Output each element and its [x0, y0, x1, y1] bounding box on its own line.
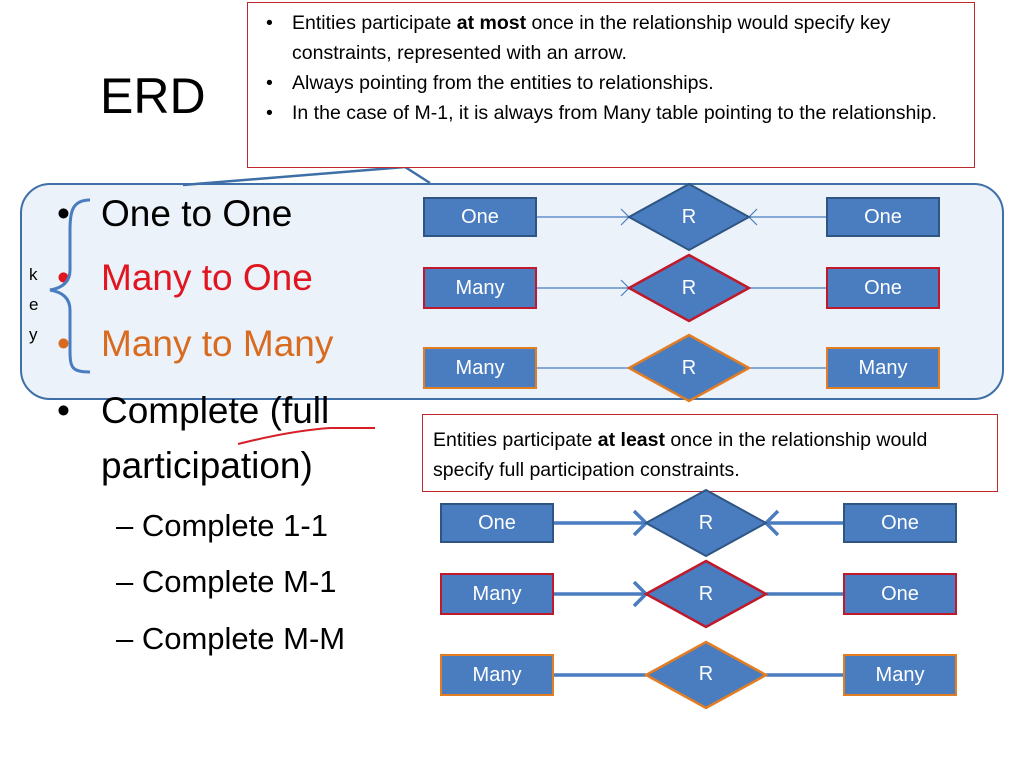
entity-box: One [423, 197, 537, 237]
callout-item: Entities participate at most once in the… [258, 8, 960, 68]
arrow-head [763, 509, 780, 537]
bullet-many-to-many: •Many to Many [57, 323, 334, 364]
full-participation-callout: Entities participate at least once in th… [422, 414, 998, 492]
key-letter: k [29, 265, 38, 284]
entity-box: Many [843, 654, 957, 696]
relationship-label: R [698, 512, 714, 534]
relationship-label: R [698, 663, 714, 685]
relationship-label: R [698, 583, 714, 605]
sub-bullet-complete-m-1: – Complete M-1 [116, 564, 337, 599]
entity-box: Many [423, 347, 537, 389]
relationship-label: R [681, 206, 697, 228]
entity-box: One [826, 267, 940, 309]
arrow-head [632, 509, 649, 537]
relationship-label: R [681, 277, 697, 299]
entity-box: One [440, 503, 554, 543]
key-constraint-callout: Entities participate at most once in the… [247, 2, 975, 168]
entity-box: One [826, 197, 940, 237]
bullet-many-to-one: •Many to One [57, 257, 313, 298]
entity-box: Many [440, 654, 554, 696]
arrow-head [632, 580, 649, 608]
slide-title: ERD [100, 68, 206, 124]
entity-box: Many [826, 347, 940, 389]
sub-bullet-complete-1-1: – Complete 1-1 [116, 508, 328, 543]
entity-box: Many [423, 267, 537, 309]
key-letter: y [29, 325, 38, 344]
bullet-complete-line2: participation) [101, 445, 313, 486]
entity-box: One [843, 503, 957, 543]
callout-item: In the case of M-1, it is always from Ma… [258, 98, 960, 128]
key-letter: e [29, 295, 39, 314]
relationship-label: R [681, 357, 697, 379]
bullet-complete: •Complete (full [57, 390, 330, 431]
sub-bullet-complete-m-m: – Complete M-M [116, 621, 346, 656]
entity-box: Many [440, 573, 554, 615]
entity-box: One [843, 573, 957, 615]
bullet-one-to-one: •One to One [57, 193, 293, 234]
callout-item: Always pointing from the entities to rel… [258, 68, 960, 98]
